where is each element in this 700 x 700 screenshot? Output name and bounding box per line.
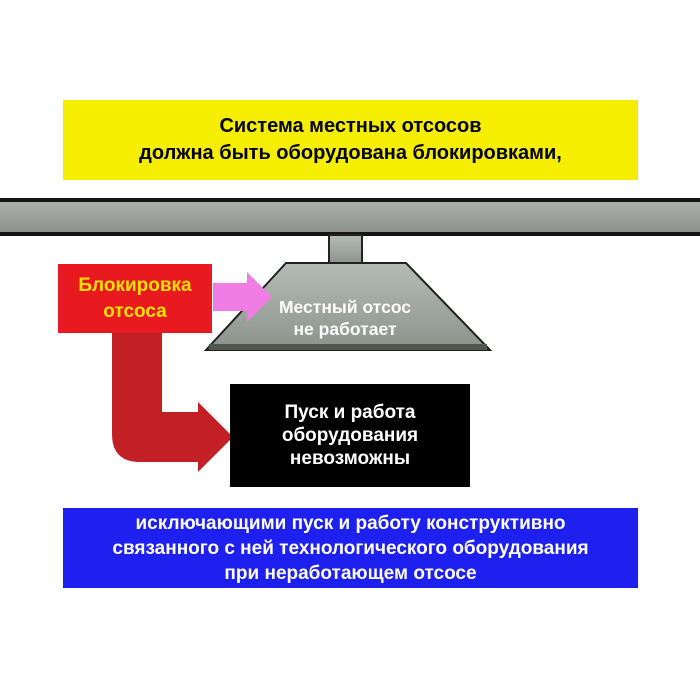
pink-arrow-icon bbox=[213, 272, 272, 322]
hood-status-label: Местный отсос не работает bbox=[278, 297, 412, 339]
top-banner: Система местных отсосов должна быть обор… bbox=[63, 100, 638, 180]
red-elbow-arrow-icon bbox=[112, 333, 233, 472]
bottom-banner: исключающими пуск и работу конструктивно… bbox=[63, 508, 638, 588]
result-box: Пуск и работа оборудования невозможны bbox=[230, 384, 470, 487]
blocking-box: Блокировка отсоса bbox=[58, 264, 212, 333]
exhaust-hood-icon bbox=[203, 262, 493, 351]
hood-stem bbox=[328, 234, 363, 265]
